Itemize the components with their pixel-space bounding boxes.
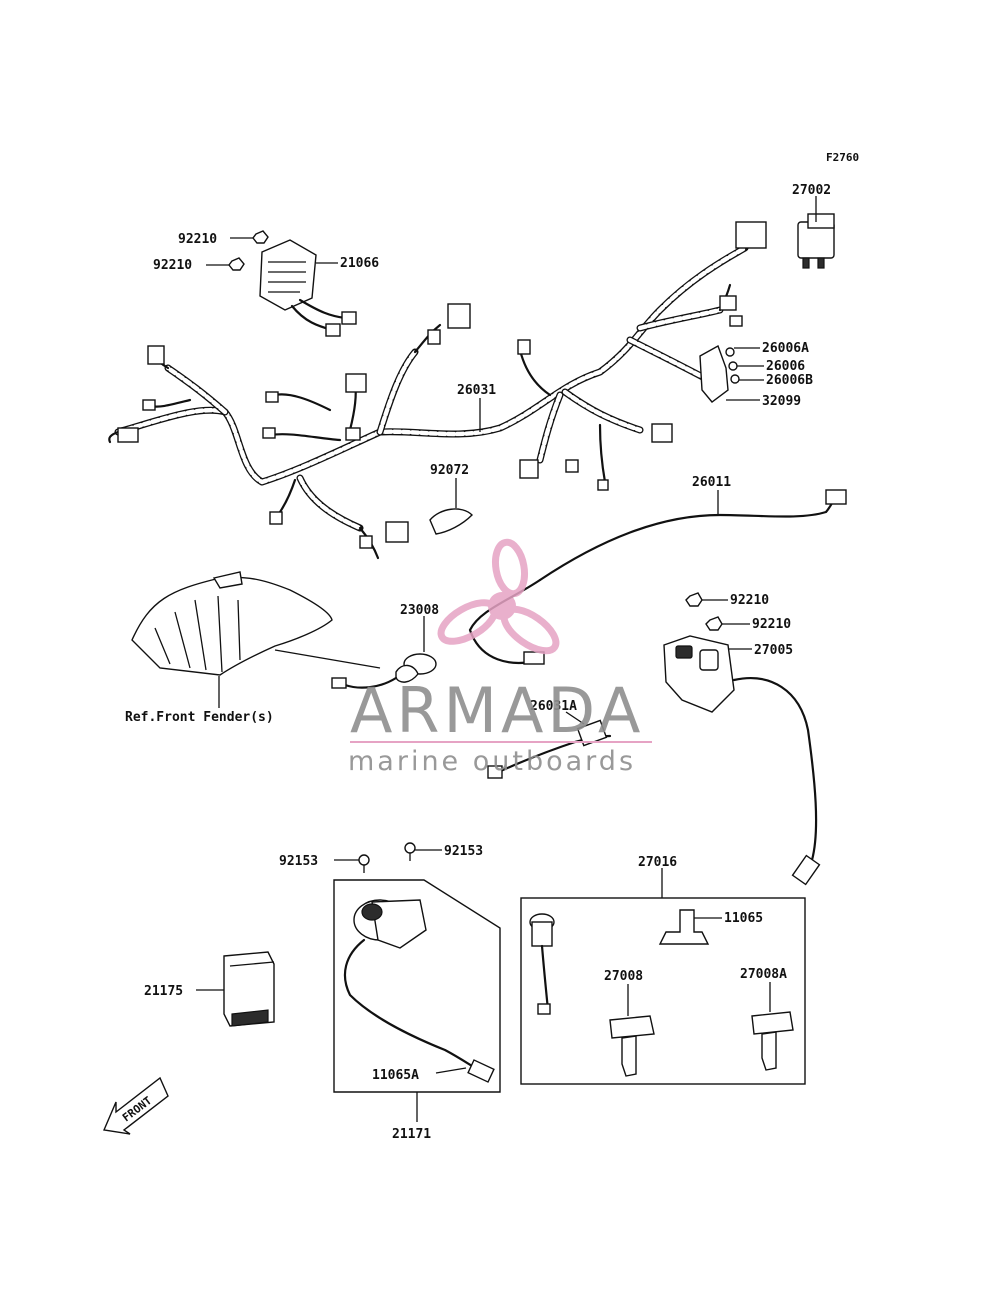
label-11065: 11065 [724, 911, 763, 926]
label-26006B: 26006B [766, 373, 813, 388]
label-26031: 26031 [457, 383, 496, 398]
propeller-logo-icon [437, 538, 560, 655]
socket-23008 [331, 616, 437, 689]
screw-92153-left [334, 854, 370, 873]
label-21175: 21175 [144, 984, 183, 999]
front-fender-reference [131, 571, 381, 708]
label-92210-right-upper: 92210 [730, 593, 769, 608]
label-26031A: 26031A [530, 699, 577, 714]
bracket-32099 [699, 344, 764, 403]
lead-26011 [468, 489, 847, 665]
relay-27002 [797, 196, 835, 269]
label-26006A: 26006A [762, 341, 809, 356]
label-26006: 26006 [766, 359, 805, 374]
nut-92210-bottom [206, 257, 245, 271]
label-27008A: 27008A [740, 967, 787, 982]
nut-92210-right-upper [685, 592, 728, 607]
figure-code: F2760 [826, 151, 859, 164]
watermark-tagline: marine outboards [348, 746, 636, 777]
label-32099: 32099 [762, 394, 801, 409]
label-23008: 23008 [400, 603, 439, 618]
regulator-21066 [259, 239, 357, 337]
label-92210-top: 92210 [178, 232, 217, 247]
label-27016: 27016 [638, 855, 677, 870]
label-92153-left: 92153 [279, 854, 318, 869]
label-26011: 26011 [692, 475, 731, 490]
label-27008: 27008 [604, 969, 643, 984]
switch-27005 [663, 635, 821, 886]
label-92210-right-lower: 92210 [752, 617, 791, 632]
igniter-21175 [196, 951, 275, 1027]
watermark-brand: ARMADA [350, 674, 644, 747]
front-direction-arrow: FRONT [103, 1076, 169, 1135]
label-27005: 27005 [754, 643, 793, 658]
label-92210-bottom: 92210 [153, 258, 192, 273]
label-27002: 27002 [792, 183, 831, 198]
armada-watermark: ARMADA marine outboards [348, 538, 652, 777]
label-92153-right: 92153 [444, 844, 483, 859]
label-21171: 21171 [392, 1127, 431, 1142]
label-ref-front-fender: Ref.Front Fender(s) [125, 710, 274, 725]
key-set-27016 [520, 868, 806, 1085]
label-92072: 92072 [430, 463, 469, 478]
nut-92210-top [230, 230, 269, 244]
ignition-switch-21171 [333, 879, 501, 1122]
clamp-92072 [429, 478, 473, 535]
screw-92153-right [404, 842, 442, 861]
main-harness-26031 [108, 221, 767, 560]
label-21066: 21066 [340, 256, 379, 271]
nut-92210-right-lower [705, 616, 750, 631]
label-11065A: 11065A [372, 1068, 419, 1083]
